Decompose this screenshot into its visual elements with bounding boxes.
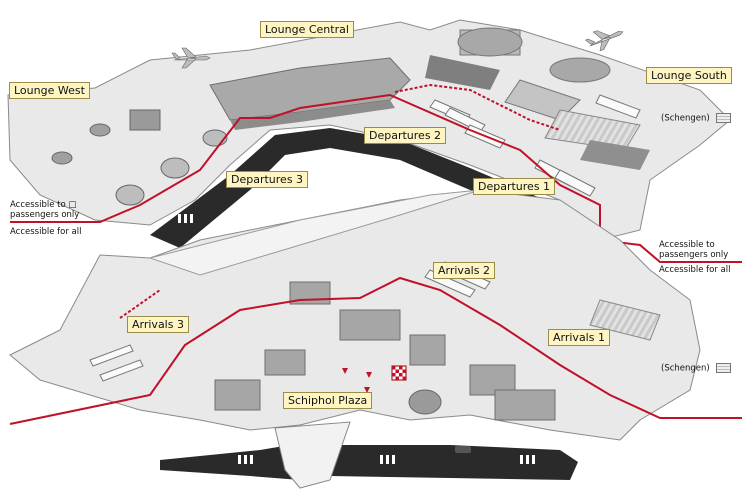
- legend-left-all: Accessible for all: [10, 227, 82, 237]
- departures-1-label[interactable]: Departures 1: [473, 178, 556, 195]
- arrivals-level: [9, 189, 742, 489]
- restricted-boundary-lower: [9, 276, 742, 425]
- lounge-central-label[interactable]: Lounge Central: [260, 21, 354, 38]
- down-arrow-icon: [366, 372, 372, 378]
- arrivals-2-label[interactable]: Arrivals 2: [433, 262, 495, 279]
- departures-road: [150, 128, 575, 248]
- legend-left-line2: passengers only: [10, 210, 80, 220]
- checkered-flag-icon: [391, 365, 407, 381]
- lounge-south-label[interactable]: Lounge South: [646, 67, 732, 84]
- arrivals-1-label[interactable]: Arrivals 1: [548, 329, 610, 346]
- departures-3-label[interactable]: Departures 3: [226, 171, 309, 188]
- down-arrow-icon: [342, 368, 348, 374]
- legend-right-restricted: Accessible to passengers only: [659, 240, 728, 260]
- schiphol-plaza-label[interactable]: Schiphol Plaza: [283, 392, 373, 409]
- legend-left-line1: Accessible to □: [10, 200, 77, 210]
- departures-2-label[interactable]: Departures 2: [364, 127, 447, 144]
- legend-right-line2: passengers only: [659, 250, 729, 260]
- legend-right-line1: Accessible to: [659, 240, 715, 250]
- arrivals-3-label[interactable]: Arrivals 3: [127, 316, 189, 333]
- legend-left-restricted: Accessible to □ passengers only: [10, 200, 79, 220]
- airplane-icon: [584, 30, 624, 52]
- schengen-swatch-icon: [715, 113, 731, 123]
- schengen-swatch-icon: [715, 363, 731, 373]
- down-arrow-icon: [364, 387, 370, 393]
- schengen-legend-upper: (Schengen): [661, 113, 731, 124]
- legend-right-all: Accessible for all: [659, 265, 731, 275]
- car-icon: [455, 446, 471, 453]
- schengen-area-lower: [589, 299, 661, 341]
- schengen-lower-text: (Schengen): [661, 363, 710, 374]
- schengen-legend-lower: (Schengen): [661, 363, 731, 374]
- lounge-west-label[interactable]: Lounge West: [9, 82, 90, 99]
- airplane-icon: [171, 47, 211, 69]
- schengen-upper-text: (Schengen): [661, 113, 710, 124]
- arrivals-road: [160, 445, 578, 480]
